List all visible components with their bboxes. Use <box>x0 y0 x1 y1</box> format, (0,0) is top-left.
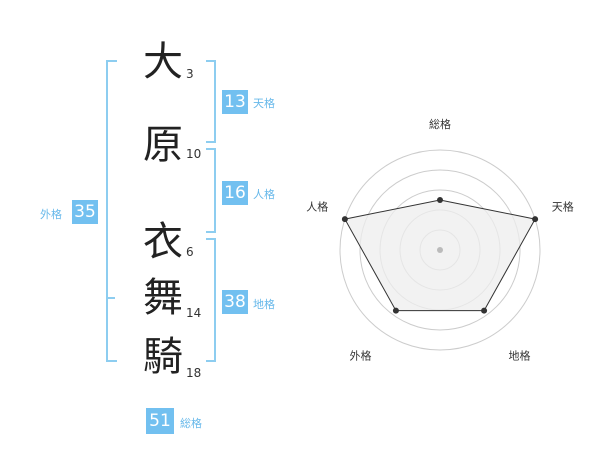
chikaku-value: 38 <box>222 290 248 314</box>
stroke-count-4: 14 <box>186 306 202 320</box>
soukaku-label: 総格 <box>180 417 202 430</box>
gaikaku-bracket-tick <box>106 297 115 299</box>
stroke-count-3: 6 <box>186 245 194 259</box>
stroke-count-2: 10 <box>186 147 202 161</box>
stroke-count-5: 18 <box>186 366 202 380</box>
name-char-4: 舞 <box>143 275 183 321</box>
gaikaku-bracket <box>106 60 117 362</box>
radar-center-dot <box>437 247 443 253</box>
chikaku-bracket <box>206 238 216 362</box>
radar-point-1 <box>437 197 443 203</box>
radar-point-3 <box>481 307 488 314</box>
stroke-count-1: 3 <box>186 67 194 81</box>
soukaku-value: 51 <box>146 408 174 434</box>
chikaku-label: 地格 <box>253 298 275 311</box>
tenkaku-label: 天格 <box>253 97 275 110</box>
jinkaku-bracket <box>206 148 216 233</box>
tenkaku-bracket <box>206 60 216 143</box>
gaikaku-label: 外格 <box>40 208 62 221</box>
name-char-5: 騎 <box>143 334 183 380</box>
name-char-3: 衣 <box>143 219 183 265</box>
radar-axis-label-4: 外格 <box>350 348 372 362</box>
gaikaku-value: 35 <box>72 200 98 224</box>
radar-axis-label-3: 地格 <box>508 348 530 362</box>
jinkaku-label: 人格 <box>253 188 275 201</box>
tenkaku-value: 13 <box>222 90 248 114</box>
radar-ring <box>359 169 521 331</box>
jinkaku-value: 16 <box>222 181 248 205</box>
radar-point-2 <box>532 216 539 223</box>
radar-axis-label-5: 人格 <box>306 200 328 214</box>
radar-ring <box>339 149 541 351</box>
radar-axis-label-1: 総格 <box>429 117 451 131</box>
name-char-2: 原 <box>143 122 183 168</box>
radar-point-5 <box>341 216 348 223</box>
radar-area <box>344 199 536 312</box>
name-char-1: 大 <box>143 39 183 85</box>
radar-point-4 <box>392 307 399 314</box>
radar-axis-label-2: 天格 <box>552 200 574 214</box>
